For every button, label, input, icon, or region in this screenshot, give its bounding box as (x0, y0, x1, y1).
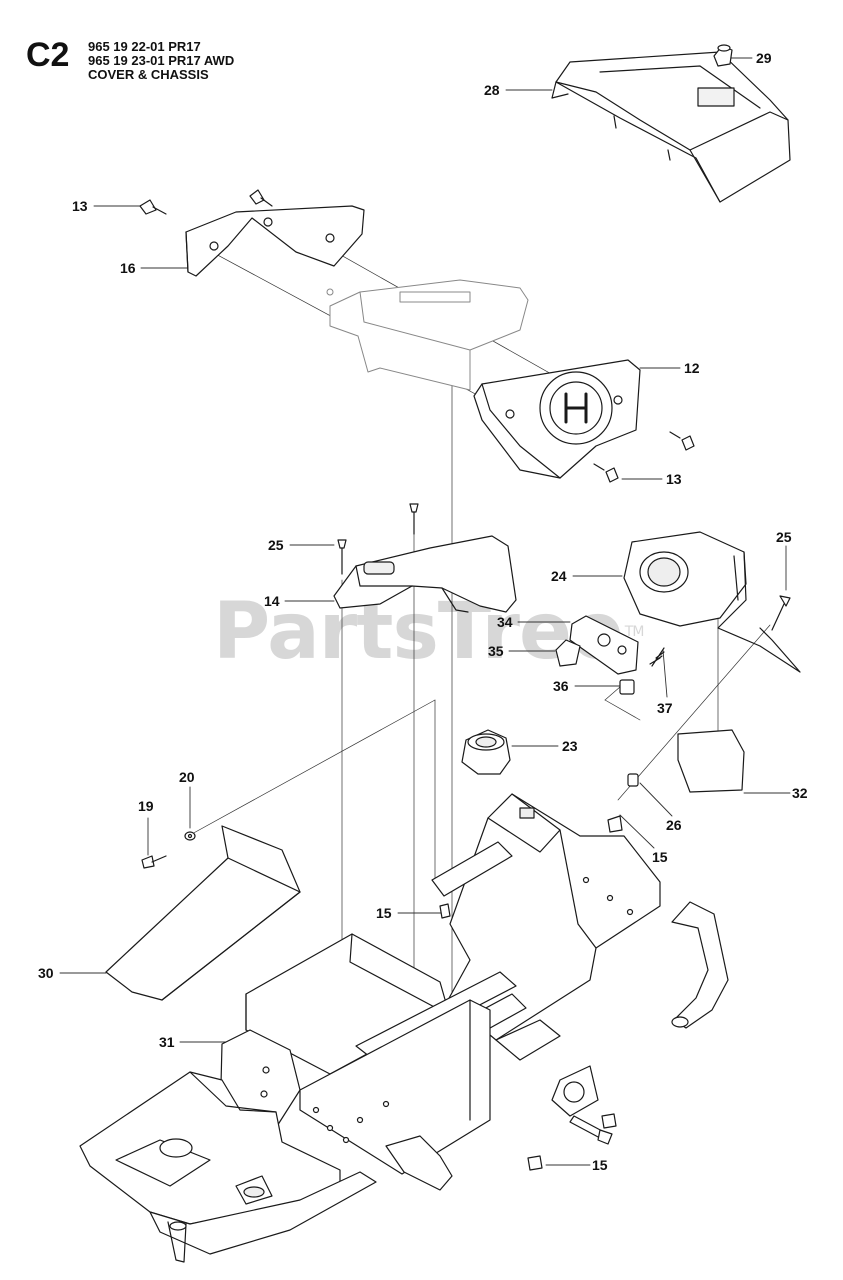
callout-34[interactable]: 34 (497, 614, 513, 630)
callout-31[interactable]: 31 (159, 1034, 175, 1050)
bolts-part-13 (139, 189, 695, 483)
leader-lines (59, 57, 791, 1166)
callout-16[interactable]: 16 (120, 260, 136, 276)
callout-15-right[interactable]: 15 (652, 849, 668, 865)
part-number-pr17-awd: 965 19 23-01 PR17 AWD (88, 53, 235, 68)
trademark-mark: TM (624, 624, 645, 640)
callout-36[interactable]: 36 (553, 678, 569, 694)
side-panel-part-32 (677, 729, 745, 793)
callout-26[interactable]: 26 (666, 817, 682, 833)
callout-23[interactable]: 23 (562, 738, 578, 754)
knob-part-35 (555, 639, 581, 667)
steering-housing-part-24 (623, 531, 801, 673)
washer-part-20 (184, 831, 196, 841)
callout-28[interactable]: 28 (484, 82, 500, 98)
callout-35[interactable]: 35 (488, 643, 504, 659)
callout-24[interactable]: 24 (551, 568, 567, 584)
callout-15-bottom[interactable]: 15 (592, 1157, 608, 1173)
section-code: C2 (26, 36, 70, 74)
dash-panel-part-14 (333, 535, 517, 613)
clips-part-15 (439, 815, 623, 1171)
callout-29[interactable]: 29 (756, 50, 772, 66)
part-number-pr17: 965 19 22-01 PR17 (88, 39, 201, 54)
steering-boot-part-23 (461, 729, 511, 775)
callout-15-middle[interactable]: 15 (376, 905, 392, 921)
switch-bracket-part-34 (569, 615, 639, 675)
callout-12[interactable]: 12 (684, 360, 700, 376)
screws-part-25 (337, 503, 791, 631)
center-console-background (326, 279, 529, 391)
callout-32[interactable]: 32 (792, 785, 808, 801)
clip-part-26 (627, 773, 639, 787)
watermark-text: PartsTree (213, 587, 624, 677)
callout-13-upper[interactable]: 13 (72, 198, 88, 214)
callout-19[interactable]: 19 (138, 798, 154, 814)
floor-plate-part-30 (105, 825, 301, 1001)
front-cover-part-12 (473, 359, 641, 479)
chassis-frame-part-31 (79, 793, 729, 1263)
callout-25-right[interactable]: 25 (776, 529, 792, 545)
spring-part-37 (649, 647, 665, 667)
callout-37[interactable]: 37 (657, 700, 673, 716)
callout-20[interactable]: 20 (179, 769, 195, 785)
screw-part-19 (141, 855, 167, 869)
callout-14[interactable]: 14 (264, 593, 280, 609)
latch-knob-part-29 (713, 44, 733, 67)
callout-25-left[interactable]: 25 (268, 537, 284, 553)
callout-13-lower[interactable]: 13 (666, 471, 682, 487)
callout-30[interactable]: 30 (38, 965, 54, 981)
clip-part-36 (619, 679, 635, 695)
side-bracket-part-16 (185, 205, 365, 277)
header-text-block: 965 19 22-01 PR17 965 19 23-01 PR17 AWD … (88, 40, 234, 82)
diagram-title: COVER & CHASSIS (88, 67, 209, 82)
upper-cover-part-28 (551, 51, 791, 203)
